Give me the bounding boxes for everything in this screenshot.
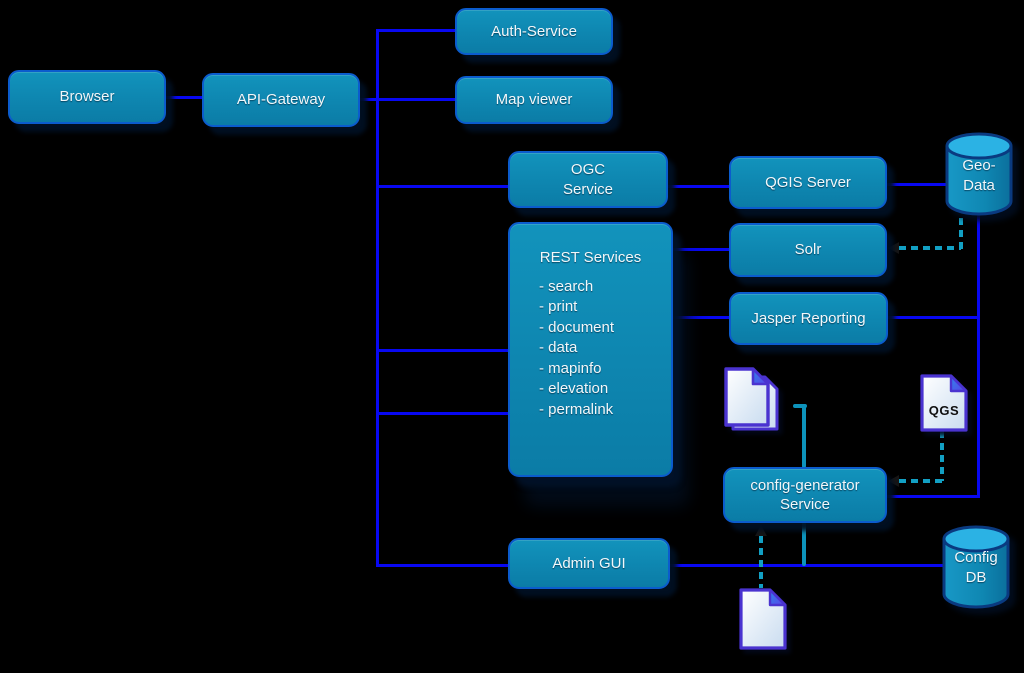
geo-data-cylinder-icon bbox=[945, 132, 1013, 216]
geo-data-label: Geo- Data bbox=[944, 156, 1014, 197]
connector-trunk-restservices-2 bbox=[376, 412, 510, 415]
arrowhead-into-configgenerator-bottom bbox=[755, 525, 767, 536]
config-db-label: Config DB bbox=[940, 548, 1012, 589]
config-file-icon bbox=[739, 588, 787, 650]
qgs-file-label: QGS bbox=[929, 403, 959, 418]
arrowhead-into-configgenerator bbox=[888, 475, 899, 487]
node-jasper-reporting-label: Jasper Reporting bbox=[751, 309, 866, 327]
connector-ogc-qgisserver bbox=[666, 185, 729, 188]
node-auth-service-label: Auth-Service bbox=[491, 22, 577, 40]
config-db-label-line1: Config bbox=[954, 549, 998, 566]
rest-item-permalink: - permalink bbox=[539, 400, 614, 418]
arrowhead-into-solr bbox=[888, 242, 899, 254]
node-qgis-server-label: QGIS Server bbox=[765, 173, 851, 191]
connector-trunk-ogcservice bbox=[376, 185, 510, 188]
connector-trunk-admingui bbox=[376, 564, 510, 567]
node-admin-gui-label: Admin GUI bbox=[552, 554, 626, 572]
node-solr: Solr bbox=[729, 223, 887, 277]
rest-item-data: - data bbox=[539, 339, 578, 356]
connector-geodata-vertical bbox=[977, 214, 980, 498]
config-db-label-line2: DB bbox=[965, 569, 987, 587]
connector-configgenerator-down bbox=[802, 522, 806, 566]
node-browser-label: Browser bbox=[59, 88, 115, 106]
dashed-qgs-down bbox=[940, 431, 944, 481]
config-db-cylinder-icon bbox=[942, 525, 1010, 609]
node-qgis-server: QGIS Server bbox=[729, 156, 887, 209]
geo-data-label-line2: Data bbox=[963, 177, 995, 195]
dashed-geodata-down bbox=[959, 218, 963, 249]
node-jasper-reporting: Jasper Reporting bbox=[729, 292, 888, 345]
node-api-gateway-label: API-Gateway bbox=[236, 91, 326, 109]
connector-rest-jasper bbox=[671, 316, 730, 319]
qgs-file-icon: QGS bbox=[920, 374, 968, 432]
connector-trunk-restservices-1 bbox=[376, 349, 510, 352]
connector-admingui-configdb bbox=[668, 564, 943, 567]
node-ogc-service: OGC Service bbox=[508, 151, 668, 208]
connector-docs-configgenerator bbox=[802, 404, 806, 468]
dashed-qgs-configgenerator bbox=[899, 479, 942, 483]
node-config-generator-label-line2: Service bbox=[779, 496, 831, 513]
dashed-configfile-up bbox=[759, 536, 763, 588]
rest-services-title: REST Services bbox=[539, 249, 642, 266]
connector-docs-elbow bbox=[793, 404, 807, 408]
geo-data-label-line1: Geo- bbox=[962, 157, 996, 174]
node-ogc-service-label-line1: OGC bbox=[570, 161, 606, 178]
node-solr-label: Solr bbox=[794, 241, 822, 259]
rest-item-print: - print bbox=[539, 298, 578, 315]
node-ogc-service-label-line2: Service bbox=[562, 180, 614, 198]
rest-item-mapinfo: - mapinfo bbox=[539, 359, 602, 377]
connector-trunk-vertical bbox=[376, 29, 379, 567]
connector-qgisserver-geodata bbox=[885, 183, 947, 186]
connector-jasper-rightbus bbox=[886, 316, 980, 319]
node-config-generator-label-line1: config-generator bbox=[750, 476, 860, 494]
node-auth-service: Auth-Service bbox=[455, 8, 613, 55]
node-config-generator: config-generator Service bbox=[723, 467, 887, 523]
node-api-gateway: API-Gateway bbox=[202, 73, 360, 127]
node-admin-gui: Admin GUI bbox=[508, 538, 670, 589]
node-browser: Browser bbox=[8, 70, 166, 124]
rest-services-list: - search - print - document - data - map… bbox=[510, 277, 671, 421]
connector-trunk-authservice bbox=[376, 29, 457, 32]
node-map-viewer-label: Map viewer bbox=[495, 91, 573, 109]
dashed-geodata-solr bbox=[899, 246, 961, 250]
config-files-stack-icon bbox=[724, 367, 779, 431]
connector-rest-solr bbox=[671, 248, 729, 251]
rest-item-search: - search bbox=[539, 277, 594, 295]
connector-browser-apigateway bbox=[166, 96, 204, 99]
node-rest-services: REST Services - search - print - documen… bbox=[508, 222, 673, 477]
connector-bus-configgenerator bbox=[886, 495, 980, 498]
connector-apigateway-mapviewer bbox=[360, 98, 457, 101]
node-map-viewer: Map viewer bbox=[455, 76, 613, 124]
rest-item-document: - document bbox=[539, 318, 615, 336]
rest-item-elevation: - elevation bbox=[539, 380, 609, 397]
